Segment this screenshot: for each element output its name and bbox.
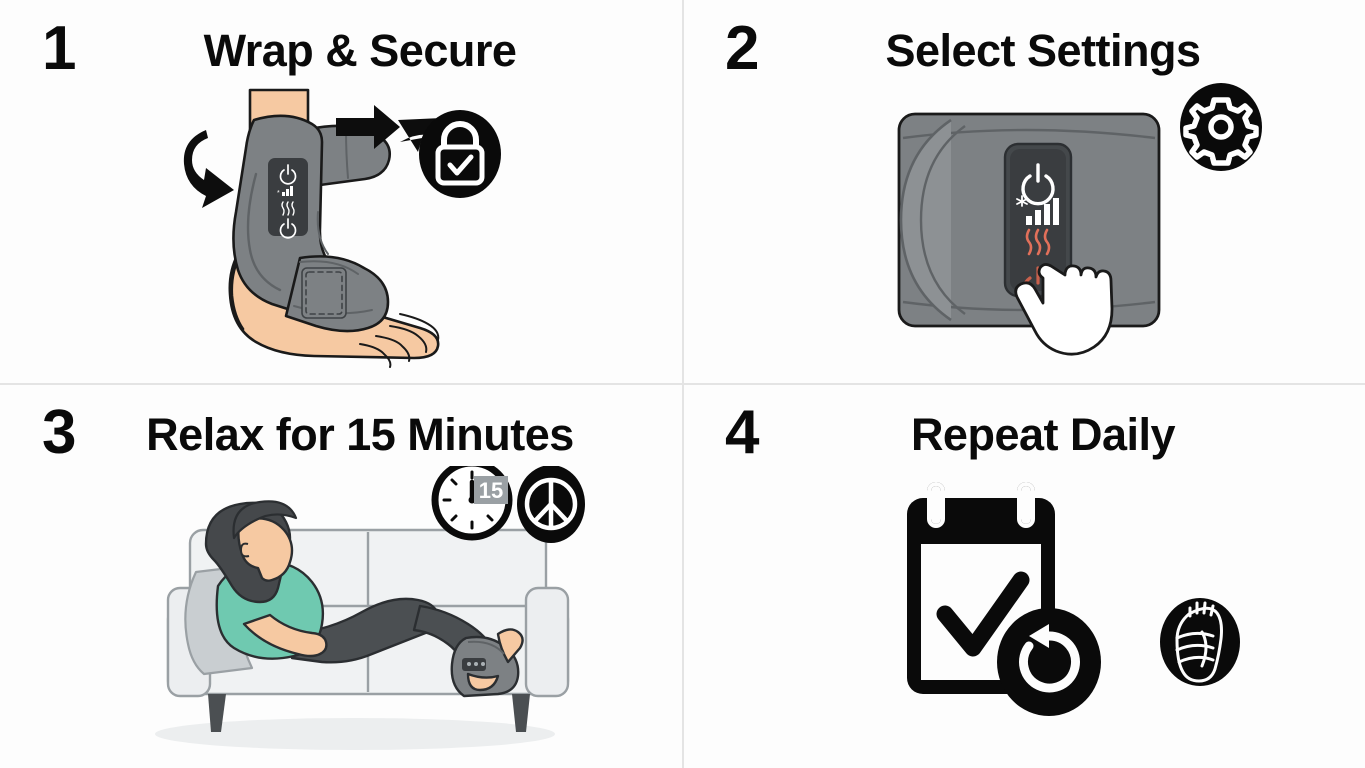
intensity-bars-icon-2	[1026, 198, 1059, 225]
step-number-2: 2	[725, 14, 759, 83]
peace-badge	[517, 466, 585, 543]
svg-text:*: *	[277, 190, 280, 197]
lock-check-badge	[419, 110, 501, 198]
hand-pointer-icon	[1014, 263, 1114, 356]
heat-waves-icon-2	[1025, 228, 1051, 256]
step-panel-3: 3 Relax for 15 Minutes	[0, 384, 682, 768]
power-icon-2	[1021, 163, 1055, 206]
step-3-illustration: 15	[0, 466, 682, 768]
step-4-illustration	[683, 466, 1365, 768]
step-number-3: 3	[42, 398, 76, 467]
clock-icon: 15	[431, 466, 513, 541]
step-1-illustration: *	[0, 82, 682, 384]
wrap-arrow-right	[336, 105, 448, 152]
step-title-1: Wrap & Secure	[203, 25, 517, 76]
step-title-2: Select Settings	[885, 25, 1201, 76]
snowflake-icon-2	[1016, 195, 1028, 207]
gear-badge	[1180, 83, 1262, 171]
wrap-arrow-left	[183, 130, 234, 208]
step-number-1: 1	[42, 14, 76, 83]
step-panel-2: 2 Select Settings	[683, 0, 1365, 384]
refresh-rotate-icon	[997, 608, 1101, 716]
step-title-4: Repeat Daily	[910, 409, 1176, 460]
timer-value: 15	[479, 478, 503, 503]
step-2-illustration	[683, 82, 1365, 384]
horizontal-divider	[0, 383, 1365, 385]
step-panel-1: 1 Wrap & Secure	[0, 0, 682, 384]
foot-wrap-badge	[1160, 598, 1240, 686]
step-panel-4: 4 Repeat Daily	[683, 384, 1365, 768]
step-number-4: 4	[725, 398, 759, 467]
step-title-3: Relax for 15 Minutes	[146, 409, 574, 460]
